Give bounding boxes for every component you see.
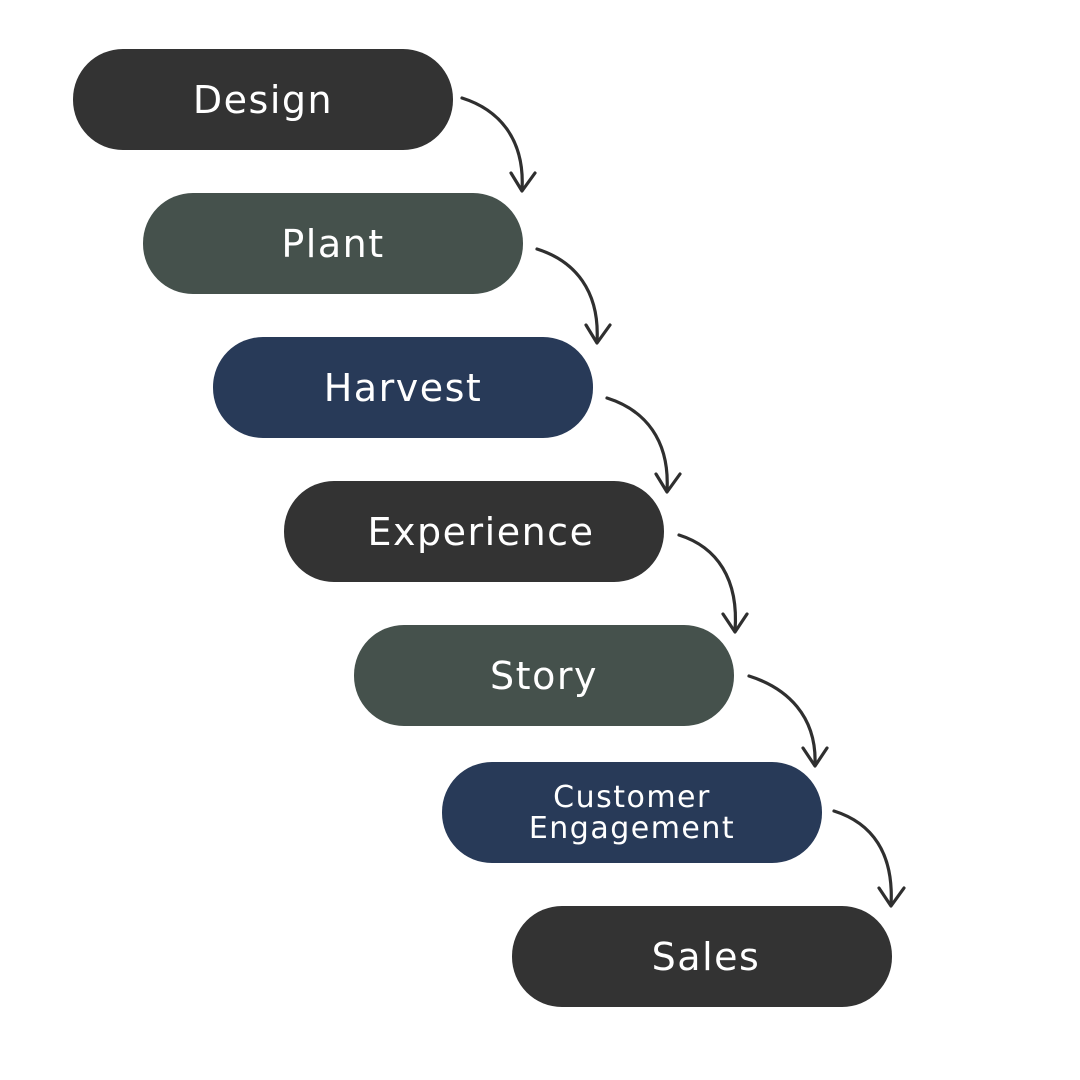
step-label: Design xyxy=(192,77,334,122)
curved-arrow-icon xyxy=(535,247,612,345)
step-customer-engagement: Customer Engagement xyxy=(442,762,822,863)
step-label: Harvest xyxy=(323,365,483,410)
step-plant: Plant xyxy=(143,193,523,294)
step-design: Design xyxy=(73,49,453,150)
curved-arrow-icon xyxy=(747,674,829,768)
curved-arrow-icon xyxy=(677,533,749,634)
curved-arrow-icon xyxy=(832,809,906,908)
step-story: Story xyxy=(354,625,734,726)
step-sales: Sales xyxy=(512,906,892,1007)
step-label: Customer Engagement xyxy=(528,779,736,846)
step-label: Sales xyxy=(651,934,761,979)
step-experience: Experience xyxy=(284,481,664,582)
step-label: Experience xyxy=(367,509,595,554)
step-label: Plant xyxy=(281,221,385,266)
curved-arrow-icon xyxy=(460,96,537,193)
curved-arrow-icon xyxy=(605,396,682,494)
step-harvest: Harvest xyxy=(213,337,593,438)
step-label: Story xyxy=(490,653,598,698)
